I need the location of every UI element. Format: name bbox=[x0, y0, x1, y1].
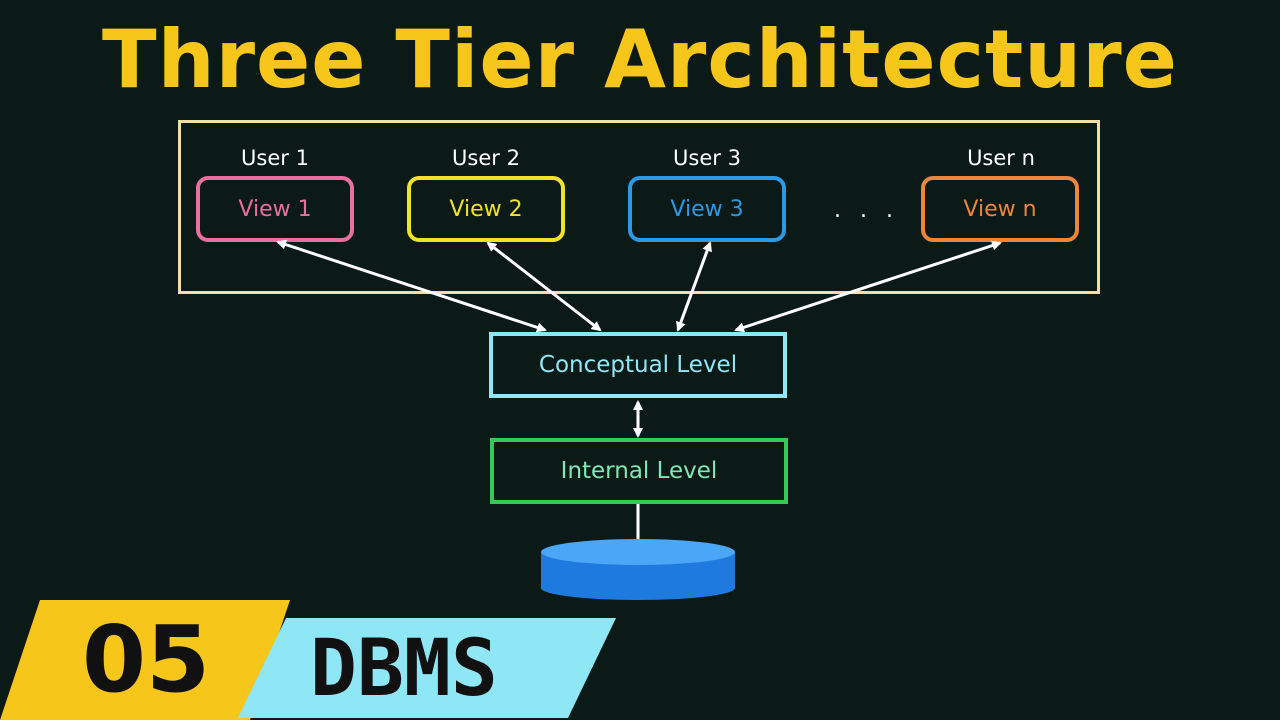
database-cylinder bbox=[541, 539, 735, 600]
user-1-label: User 1 bbox=[241, 146, 309, 170]
view-1-box: View 1 bbox=[196, 176, 354, 242]
arrow-view-2-conceptual bbox=[486, 241, 602, 332]
episode-number: 05 bbox=[82, 606, 211, 713]
user-3-label: User 3 bbox=[673, 146, 741, 170]
arrow-view-n-conceptual bbox=[734, 240, 1002, 333]
view-n-box: View n bbox=[921, 176, 1079, 242]
more-views-ellipsis: . . . bbox=[834, 198, 899, 223]
subject-badge: DBMS bbox=[238, 618, 616, 718]
arrow-view-3-conceptual bbox=[676, 241, 712, 332]
external-level-frame bbox=[178, 120, 1100, 294]
subject-label: DBMS bbox=[310, 624, 498, 714]
internal-level-box: Internal Level bbox=[490, 438, 788, 504]
user-n-label: User n bbox=[967, 146, 1035, 170]
page-title: Three Tier Architecture bbox=[102, 13, 1178, 106]
episode-number-badge: 05 bbox=[0, 600, 290, 720]
view-3-box: View 3 bbox=[628, 176, 786, 242]
conceptual-level-box: Conceptual Level bbox=[489, 332, 787, 398]
user-2-label: User 2 bbox=[452, 146, 520, 170]
